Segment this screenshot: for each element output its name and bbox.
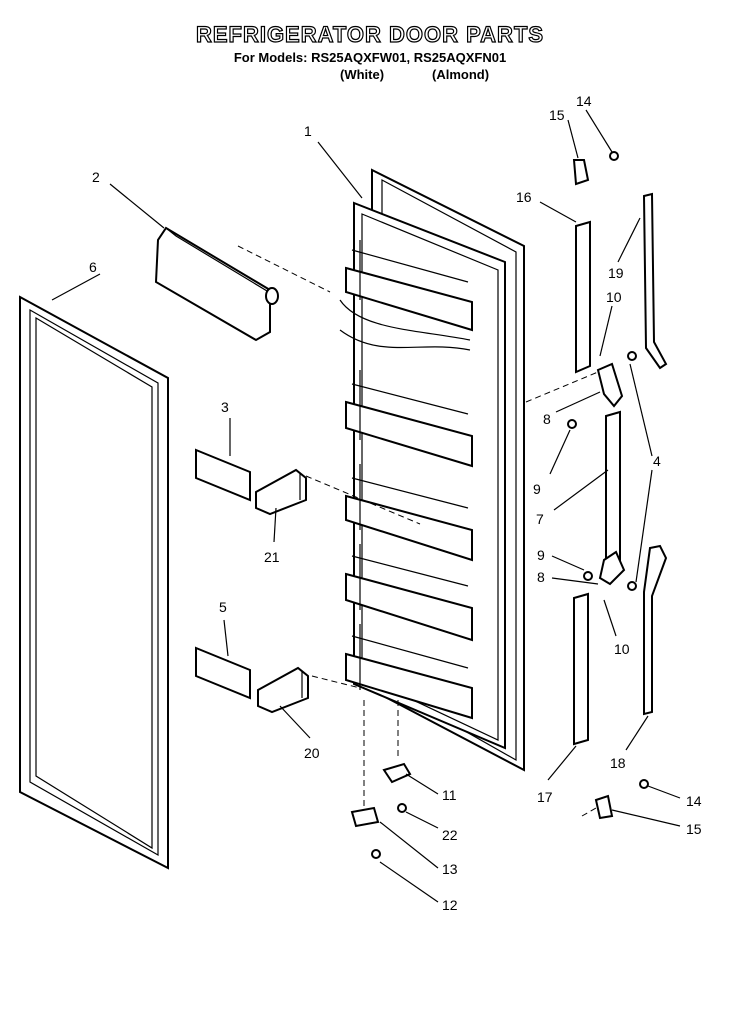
model-numbers: For Models: RS25AQXFW01, RS25AQXFN01	[233, 50, 507, 65]
callout-10-upper: 10	[606, 289, 622, 305]
bin-trim-part-5	[195, 646, 251, 700]
bin-trim-part-3	[195, 448, 251, 502]
lower-trim-part-17	[573, 592, 589, 746]
upper-bracket-part-8	[596, 362, 624, 408]
handle-trim-part-18	[643, 544, 668, 716]
color-white-label: (White)	[340, 67, 385, 82]
callout-17: 17	[537, 789, 553, 805]
screws	[371, 151, 649, 859]
callout-3: 3	[221, 399, 229, 415]
callout-15-top: 15	[549, 107, 565, 123]
callout-1: 1	[304, 123, 312, 139]
callout-10-lower: 10	[614, 641, 630, 657]
bottom-hinge-part-15	[594, 794, 614, 820]
callout-5: 5	[219, 599, 227, 615]
callout-8-upper: 8	[543, 411, 551, 427]
callout-8-lower: 8	[537, 569, 545, 585]
callout-14-bottom: 14	[686, 793, 702, 809]
callout-12: 12	[442, 897, 458, 913]
callout-15-bottom: 15	[686, 821, 702, 837]
bin-part-21	[255, 468, 307, 516]
assembly-lines	[237, 245, 599, 817]
handle-trim-part-19	[642, 192, 668, 370]
callout-20: 20	[304, 745, 320, 761]
callout-18: 18	[610, 755, 626, 771]
color-almond-label: (Almond)	[432, 67, 490, 82]
dairy-door-part	[154, 226, 279, 342]
callout-13: 13	[442, 861, 458, 877]
callout-16: 16	[516, 189, 532, 205]
hinge-part-11	[382, 762, 412, 784]
callout-19: 19	[608, 265, 624, 281]
callout-9-lower: 9	[537, 547, 545, 563]
upper-hinge-trim-part-16	[575, 220, 591, 374]
lower-bracket-part-8	[598, 550, 626, 586]
callout-14-top: 14	[576, 93, 592, 109]
callout-labels: 1 2 3 4 5 6 7 8 8 9 9 10 10 11 12 13 14 …	[89, 93, 702, 913]
top-hinge-part-15	[572, 159, 590, 186]
callout-11: 11	[442, 787, 457, 803]
callout-9-upper: 9	[533, 481, 541, 497]
callout-2: 2	[92, 169, 100, 185]
door-liner-part	[339, 168, 525, 772]
callout-7: 7	[536, 511, 544, 527]
callout-6: 6	[89, 259, 97, 275]
door-gasket-part	[19, 295, 169, 870]
bin-part-20	[257, 666, 309, 714]
handle-part-7	[605, 410, 621, 568]
hinge-part-13	[350, 806, 380, 828]
callout-22: 22	[442, 827, 458, 843]
callout-4: 4	[653, 453, 661, 469]
diagram-title: REFRIGERATOR DOOR PARTS	[195, 21, 545, 47]
leader-lines	[51, 109, 681, 903]
callout-21: 21	[264, 549, 280, 565]
